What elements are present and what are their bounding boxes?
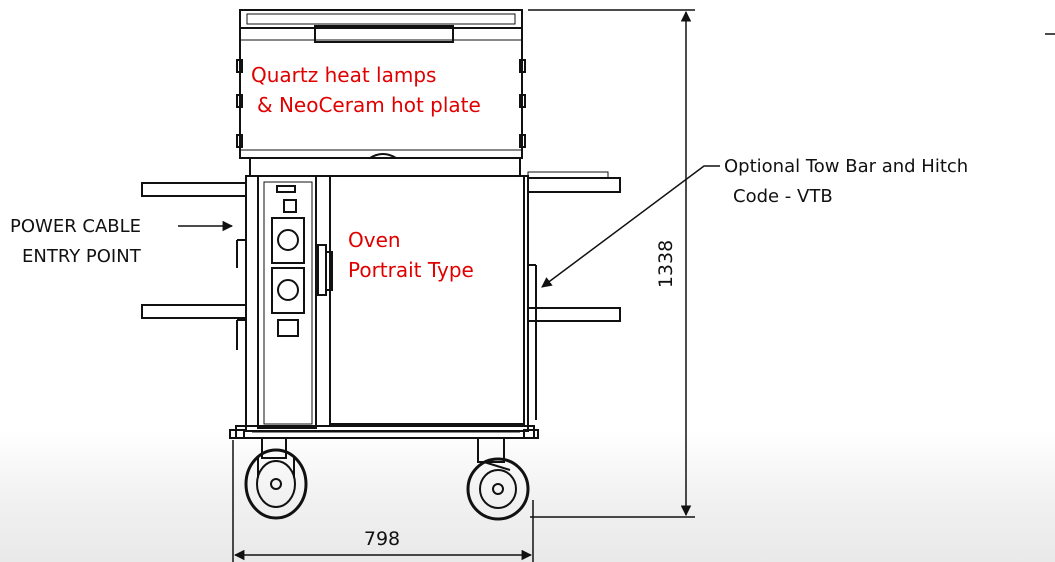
tow-leader: [541, 165, 720, 288]
oven-label-line2: Portrait Type: [348, 258, 474, 282]
width-value: 798: [364, 528, 400, 550]
width-dimension: [232, 440, 534, 562]
tow-label-line2: Code - VTB: [733, 186, 833, 207]
wheel-left: [244, 437, 308, 520]
oven-label-line1: Oven: [348, 228, 401, 252]
top-unit-label-line1: Quartz heat lamps: [251, 63, 436, 87]
power-label-line1: POWER CABLE: [10, 216, 141, 237]
top-unit-label-line2: & NeoCeram hot plate: [257, 93, 481, 117]
height-dimension: [528, 9, 1055, 518]
side-handles: [141, 171, 621, 322]
height-value: 1338: [655, 240, 677, 288]
wheel-right: [466, 437, 530, 521]
cart-body: [229, 175, 539, 439]
tow-label-line1: Optional Tow Bar and Hitch: [724, 156, 968, 177]
power-label-line2: ENTRY POINT: [22, 246, 142, 267]
